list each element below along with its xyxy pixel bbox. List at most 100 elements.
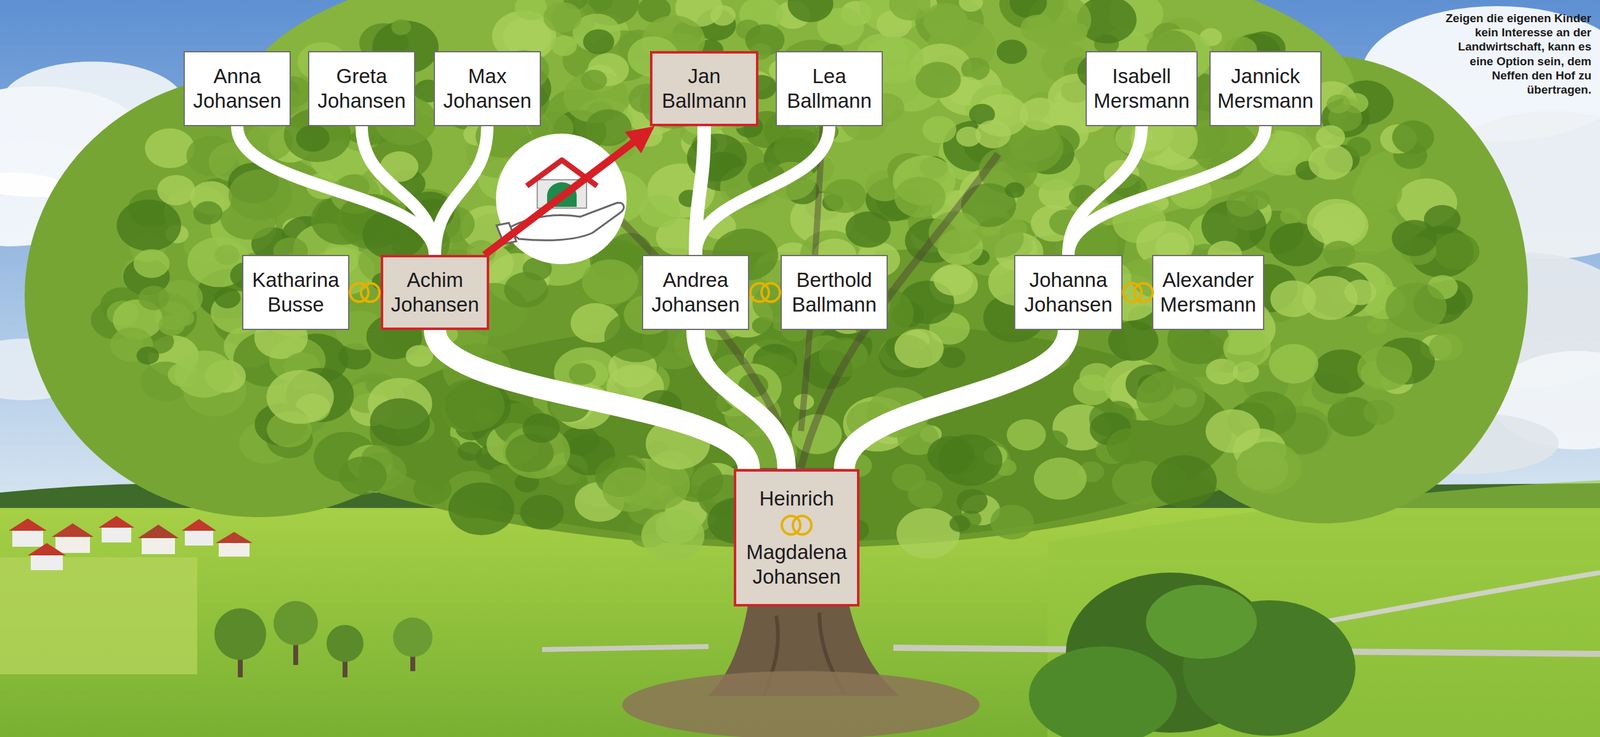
leaf-cluster: [1006, 419, 1047, 451]
person-name: Heinrich: [759, 486, 834, 512]
house: [101, 526, 132, 543]
highlighted-person-box: Jan Ballmann: [649, 51, 759, 127]
leaf-cluster: [655, 509, 699, 545]
wedding-rings: [775, 511, 819, 540]
roof: [181, 519, 217, 532]
leaf-cluster: [295, 125, 329, 153]
person-name: Katharina Busse: [249, 268, 342, 317]
handover-arrow: [484, 126, 655, 256]
leaf-cluster: [1306, 198, 1366, 246]
tree-crown: [273, 601, 318, 646]
leaf-cluster: [144, 128, 195, 169]
person-name: Jan Ballmann: [658, 64, 750, 113]
person-name: Max Johansen: [441, 64, 534, 113]
village: [8, 516, 253, 571]
leaf-cluster: [214, 287, 241, 309]
bush: [1028, 646, 1177, 737]
highlighted-person-box: Achim Johansen: [380, 255, 490, 331]
bushes: [1028, 572, 1356, 737]
leaf-cluster: [1322, 240, 1356, 267]
branch-path: [1068, 126, 1266, 256]
leaf-cluster: [503, 272, 549, 308]
leaf-cluster: [133, 249, 171, 279]
leaf-cluster: [1033, 457, 1087, 501]
leaf-cluster: [158, 314, 185, 336]
leaf-cluster: [1357, 346, 1413, 392]
person-name: Berthold Ballmann: [787, 268, 881, 317]
leaf-cluster: [448, 482, 515, 536]
roof: [98, 516, 135, 528]
person-name: Jannick Mersmann: [1216, 64, 1315, 113]
leaf-cluster: [1073, 374, 1112, 406]
leaf-cluster: [266, 370, 334, 425]
person-name: Achim Johansen: [389, 268, 481, 317]
leaf-cluster: [949, 515, 971, 533]
branch-path: [237, 126, 435, 256]
leaf-cluster: [588, 0, 613, 12]
person-name: Isabell Mersmann: [1092, 64, 1191, 113]
leaf-cluster: [823, 179, 867, 214]
leaf-cluster: [116, 199, 182, 252]
ring: [361, 283, 380, 302]
caption: Zeigen die eigenen Kinder kein Interesse…: [1440, 11, 1592, 97]
leaf-cluster: [1004, 182, 1025, 199]
house: [218, 542, 250, 557]
person-box: Berthold Ballmann: [780, 255, 888, 331]
leaf-cluster: [1136, 370, 1206, 426]
person-name: Greta Johansen: [315, 64, 408, 113]
person-box: Alexander Mersmann: [1152, 255, 1265, 331]
wedding-rings: [349, 283, 380, 302]
branch-path: [434, 126, 488, 256]
person-name: Anna Johansen: [190, 64, 284, 113]
family-branch: [844, 330, 1069, 470]
leaf-cluster: [922, 115, 957, 143]
farm-lane: [1324, 572, 1600, 623]
leaf-cluster: [1205, 409, 1261, 454]
ring: [761, 283, 780, 302]
tree-canopy: [24, 0, 1528, 549]
house: [12, 529, 44, 548]
family-branch: [695, 126, 830, 256]
tree-crown: [214, 608, 267, 661]
leaf-cluster: [515, 0, 548, 21]
leaf-cluster: [157, 174, 196, 206]
small-trees: [214, 601, 433, 678]
person-name: Lea Ballmann: [783, 64, 876, 113]
person-name: Magdalena Johansen: [742, 540, 851, 589]
leaf-cluster: [1428, 333, 1464, 362]
leaf-cluster: [894, 328, 944, 369]
wedding-rings: [1123, 283, 1153, 302]
leaf-cluster: [522, 413, 560, 443]
leaf-cluster: [370, 398, 431, 447]
person-box: Katharina Busse: [242, 255, 350, 331]
leaf-cluster: [1106, 428, 1152, 465]
branch: [800, 73, 826, 432]
leaf-cluster: [1042, 430, 1068, 451]
wedding-rings: [750, 283, 780, 302]
leaf-cluster: [438, 379, 505, 433]
field: [0, 557, 198, 675]
person-name: Andrea Johansen: [649, 268, 742, 317]
leaf-cluster: [845, 211, 891, 248]
leaf-cluster: [915, 61, 962, 98]
person-box: Andrea Johansen: [641, 255, 750, 331]
arrow-shaft: [484, 141, 636, 256]
leaf-cluster: [582, 259, 639, 305]
roof: [138, 524, 179, 539]
leaf-cluster: [174, 350, 234, 398]
house: [30, 554, 63, 571]
arrow-head: [624, 126, 655, 154]
leaf-cluster: [193, 201, 223, 225]
leaf-cluster: [436, 436, 461, 456]
ring: [750, 283, 769, 302]
family-branch: [361, 126, 435, 256]
branch-path: [361, 126, 435, 256]
leaf-cluster: [413, 474, 453, 506]
tree-crown: [393, 617, 433, 658]
leaf-cluster: [1036, 392, 1062, 413]
leaf-cluster: [922, 3, 968, 39]
leaf-cluster: [896, 508, 960, 559]
leaf-cluster: [927, 436, 975, 474]
house: [184, 529, 214, 546]
leaf-cluster: [136, 346, 159, 365]
